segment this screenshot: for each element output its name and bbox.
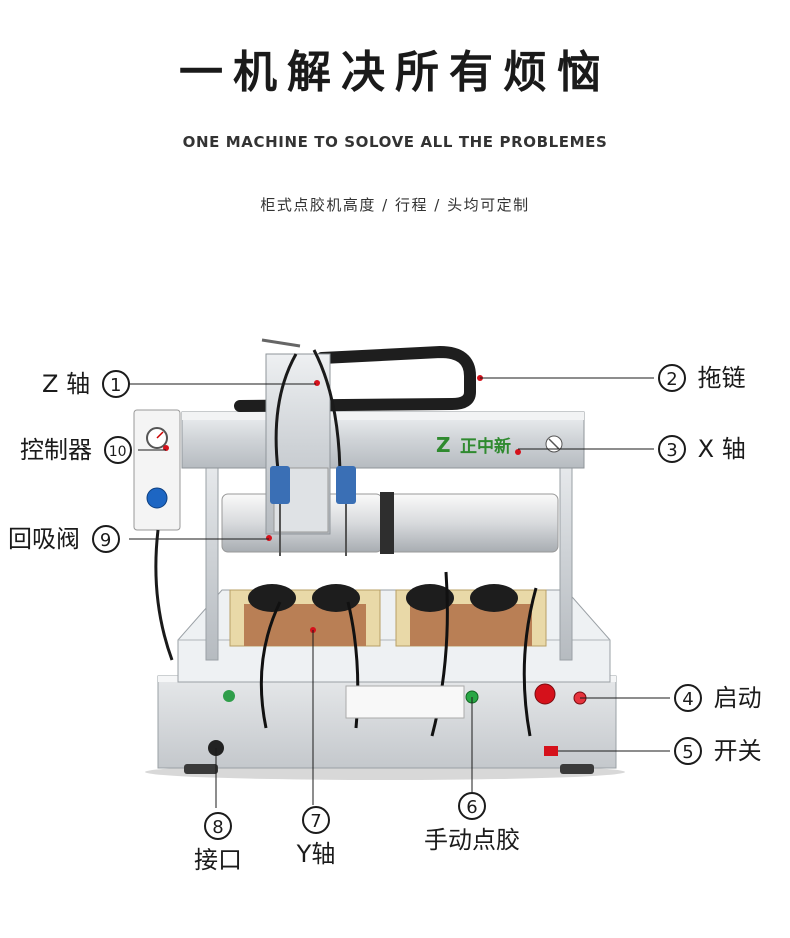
callout-z-axis: Z 轴 1 [42,370,134,398]
svg-text:Z: Z [436,433,451,457]
callout-controller: 控制器 10 [20,436,136,464]
workpiece-1 [248,584,296,612]
callout-number: 1 [101,370,130,398]
callout-suck-back-valve: 回吸阀 9 [8,525,124,553]
callout-number: 3 [658,435,686,463]
drag-chain [234,345,476,412]
foot-left [184,764,218,774]
page-subtitle: ONE MACHINE TO SOLOVE ALL THE PROBLEMES [182,133,608,151]
callout-drag-chain: 2 拖链 [654,364,746,392]
status-indicator [223,690,235,702]
workpiece-2 [312,584,360,612]
callout-manual-dispense: 6 手动点胶 [414,792,530,852]
callout-number: 5 [674,737,702,765]
callout-x-axis: 3 X 轴 [654,435,746,463]
callout-number: 4 [674,684,702,712]
callout-number: 9 [91,525,120,553]
callout-number: 8 [204,812,232,840]
foot-right [560,764,594,774]
valve-left [270,466,290,504]
power-switch [544,746,558,756]
callout-number: 10 [103,436,132,464]
brand-logo-text: 正中新 [460,436,511,457]
dispensing-machine-illustration: Z 正中新 [129,338,670,808]
callout-switch: 5 开关 [670,737,762,765]
column-right [559,439,573,661]
callout-y-axis: 7 Y轴 [286,806,346,866]
page-title: 一机解决所有烦恼 [179,47,611,98]
emergency-stop [534,683,556,705]
callout-number: 6 [458,792,486,820]
page-description: 柜式点胶机高度 / 行程 / 头均可定制 [260,196,530,214]
info-sticker [345,685,465,719]
regulator-knob [146,487,168,509]
workpiece-4 [470,584,518,612]
callout-start: 4 启动 [670,684,762,712]
callout-number: 7 [302,806,330,834]
valve-right [336,466,356,504]
workpiece-3 [406,584,454,612]
rod-right [387,493,559,553]
callout-number: 2 [658,364,686,392]
x-axis-beam [181,411,585,469]
column-left [205,439,219,661]
callout-interface: 8 接口 [188,812,248,872]
